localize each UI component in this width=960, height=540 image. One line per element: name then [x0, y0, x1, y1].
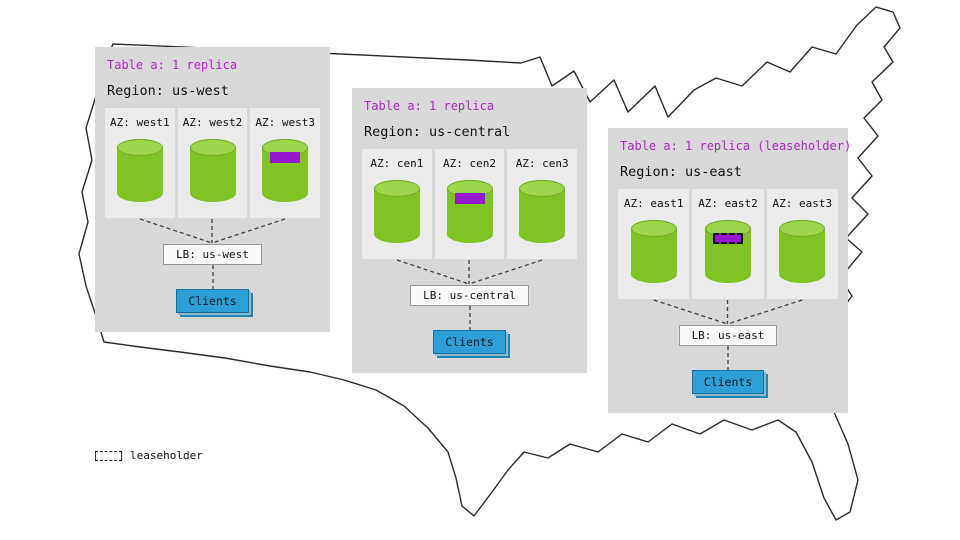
az-cell-west3: AZ: west3 — [250, 108, 321, 218]
db-cylinder — [262, 139, 309, 202]
az-label: AZ: west1 — [110, 116, 170, 129]
lb-to-clients-connector — [727, 346, 729, 370]
db-cylinder-top — [189, 139, 236, 156]
db-cylinder-top — [630, 220, 677, 237]
az-label: AZ: west3 — [255, 116, 315, 129]
az-row: AZ: east1 AZ: east2 AZ: east3 — [618, 189, 838, 299]
az-cell-east3: AZ: east3 — [766, 189, 838, 299]
replica-marker — [454, 193, 485, 204]
az-to-lb-connector — [139, 218, 286, 244]
az-label: AZ: cen2 — [443, 157, 496, 170]
az-label: AZ: east1 — [623, 197, 684, 210]
region-label: Region: us-west — [107, 83, 229, 99]
table-replica-header: Table a: 1 replica — [107, 58, 238, 72]
db-cylinder-top — [519, 180, 566, 197]
az-cell-west2: AZ: west2 — [177, 108, 248, 218]
az-row: AZ: west1 AZ: west2 AZ: west3 — [105, 108, 321, 218]
region-panel-us-east: Table a: 1 replica (leaseholder) Region:… — [608, 128, 852, 413]
db-cylinder — [519, 180, 566, 243]
db-cylinder — [373, 180, 420, 243]
load-balancer-box: LB: us-central — [410, 285, 529, 306]
az-cell-cen3: AZ: cen3 — [507, 149, 578, 259]
az-cell-east1: AZ: east1 — [618, 189, 690, 299]
db-cylinder — [446, 180, 493, 243]
region-label: Region: us-central — [364, 124, 511, 140]
load-balancer-box: LB: us-east — [678, 325, 778, 346]
db-cylinder — [116, 139, 163, 202]
region-panel-us-west: Table a: 1 replica Region: us-west AZ: w… — [95, 47, 330, 332]
db-cylinder-top — [373, 180, 420, 197]
az-cell-west1: AZ: west1 — [105, 108, 175, 218]
db-cylinder — [630, 220, 677, 283]
load-balancer-box: LB: us-west — [163, 244, 262, 265]
az-row: AZ: cen1 AZ: cen2 AZ: cen3 — [362, 149, 578, 259]
clients-box: Clients — [433, 330, 506, 354]
db-cylinder — [779, 220, 826, 283]
db-cylinder-top — [779, 220, 826, 237]
leaseholder-legend-swatch — [95, 450, 122, 461]
az-label: AZ: cen1 — [370, 157, 424, 170]
clients-box: Clients — [691, 370, 765, 394]
region-label: Region: us-east — [620, 164, 742, 180]
az-label: AZ: west2 — [182, 116, 243, 129]
region-panel-us-central: Table a: 1 replica Region: us-central AZ… — [352, 88, 587, 373]
clients-box: Clients — [176, 289, 249, 313]
leaseholder-marker — [712, 233, 743, 244]
table-replica-header: Table a: 1 replica — [364, 99, 495, 113]
az-label: AZ: cen3 — [515, 157, 569, 170]
replica-marker — [270, 152, 301, 163]
az-cell-east2: AZ: east2 — [692, 189, 764, 299]
legend: leaseholder — [95, 449, 203, 462]
az-label: AZ: east3 — [772, 197, 833, 210]
lb-to-clients-connector — [211, 265, 214, 289]
az-to-lb-connector — [653, 299, 803, 325]
table-replica-header: Table a: 1 replica (leaseholder) — [620, 139, 852, 153]
az-cell-cen1: AZ: cen1 — [362, 149, 432, 259]
db-cylinder-top — [116, 139, 163, 156]
lb-to-clients-connector — [468, 306, 471, 330]
az-to-lb-connector — [396, 259, 543, 285]
az-label: AZ: east2 — [698, 197, 758, 210]
az-cell-cen2: AZ: cen2 — [434, 149, 505, 259]
db-cylinder — [704, 220, 751, 283]
db-cylinder — [189, 139, 236, 202]
legend-label: leaseholder — [130, 449, 203, 462]
